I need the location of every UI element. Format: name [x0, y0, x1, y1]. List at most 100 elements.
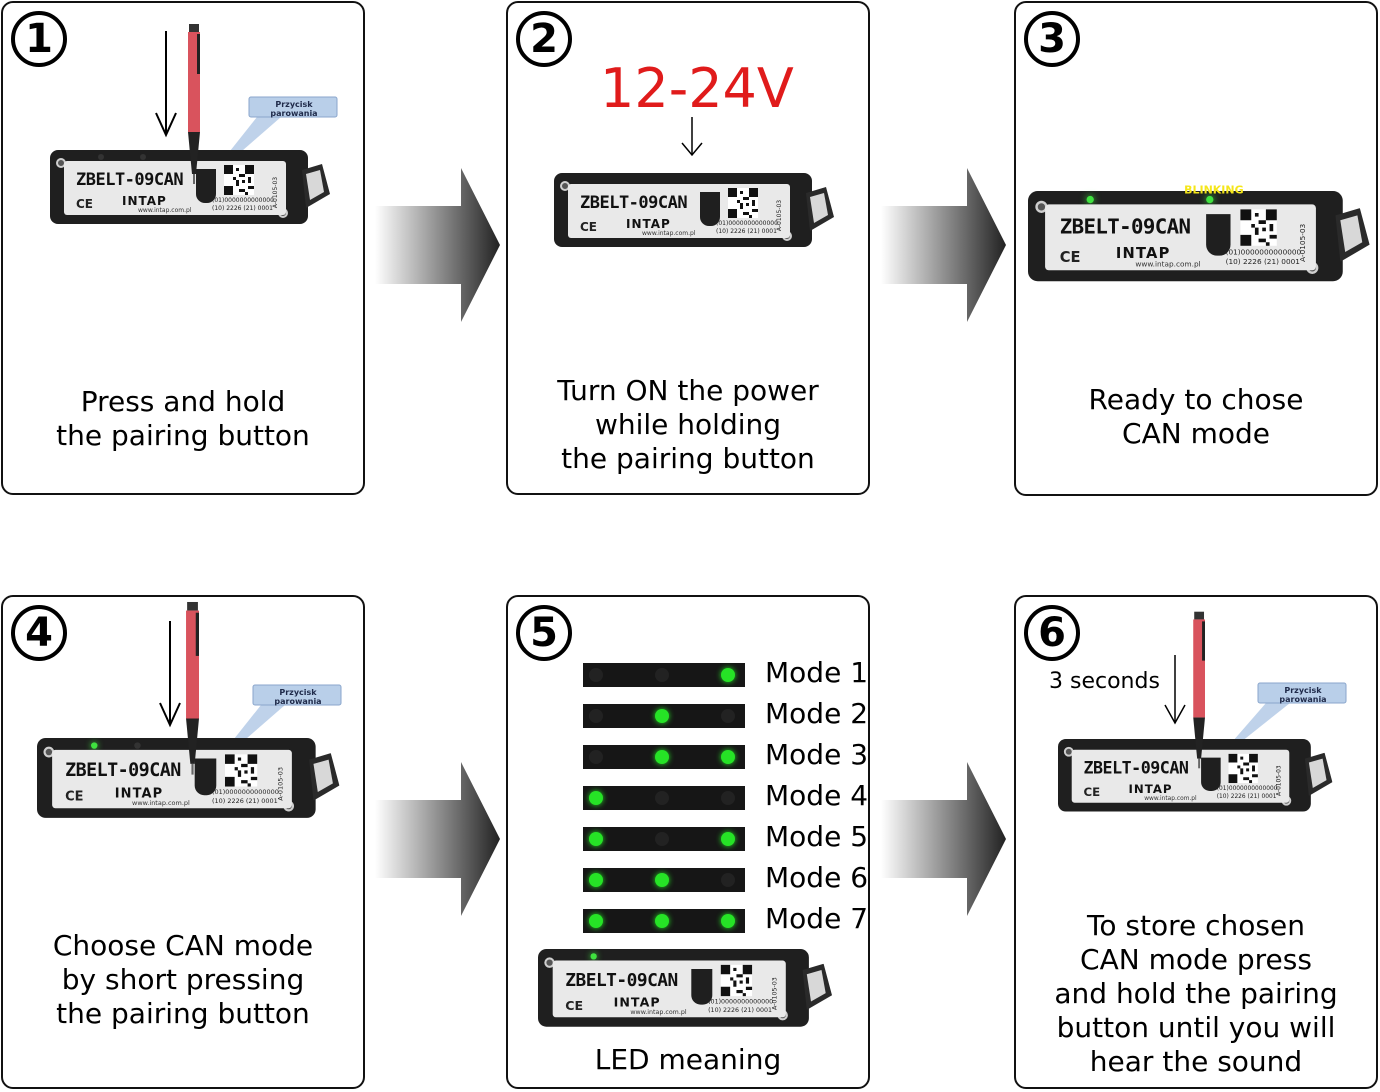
brand-logo: INTAP: [1115, 244, 1171, 262]
device-image: BLINKING ZBELT-09CAN CE INTAP www.intap.…: [1028, 185, 1370, 282]
mode-row: Mode 3: [583, 738, 868, 771]
mode-label: Mode 3: [765, 738, 869, 771]
device-name: ZBELT-09CAN: [580, 193, 688, 213]
device-serial: (01)0000000000000(10) 2226 (21) 0001: [211, 788, 279, 805]
led-indicator: [590, 953, 597, 960]
voltage-label: 12-24V: [600, 57, 794, 120]
led-strip: [583, 868, 745, 892]
led-on: [655, 873, 669, 887]
device-image: ZBELT-09CAN CE INTAP www.intap.com.pl (0…: [50, 24, 330, 224]
led-on: [589, 914, 603, 928]
down-arrow-icon: [155, 31, 177, 138]
down-arrow-icon: [1164, 655, 1186, 725]
clip-icon: [1304, 752, 1333, 796]
qr-code-icon: [720, 964, 753, 997]
brand-logo: INTAP: [613, 995, 661, 1010]
led-strip: [583, 827, 745, 851]
mode-row: Mode 5: [583, 820, 868, 853]
mode-row: Mode 4: [583, 779, 868, 812]
device-name: ZBELT-09CAN: [1083, 758, 1189, 779]
device-website: www.intap.com.pl: [1135, 260, 1201, 270]
step-3-panel: 3 BLINKING ZBELT-09CAN CE INTAP www.inta…: [1014, 1, 1378, 496]
led-on: [655, 750, 669, 764]
callout-label: Przycisk parowania: [1279, 686, 1327, 704]
led-on: [721, 668, 735, 682]
ce-mark: CE: [1059, 248, 1081, 266]
ce-mark: CE: [65, 788, 84, 804]
device-website: www.intap.com.pl: [132, 799, 190, 808]
pen-icon: [186, 601, 199, 775]
device-website: www.intap.com.pl: [642, 230, 696, 237]
device-label: ZBELT-09CAN CE INTAP www.intap.com.pl (0…: [1045, 204, 1316, 271]
ce-mark: CE: [565, 998, 584, 1014]
step-6-panel: 6 3 seconds Przycisk parowania ZBELT-09C…: [1014, 595, 1378, 1089]
duration-label: 3 seconds: [1049, 669, 1160, 694]
device-code: A-0105-03: [776, 199, 784, 232]
led-off: [655, 832, 669, 846]
device-name: ZBELT-09CAN: [1059, 215, 1191, 240]
device-website: www.intap.com.pl: [138, 207, 192, 214]
step-caption: LED meaning: [594, 1043, 782, 1076]
led-off: [655, 668, 669, 682]
blinking-label: BLINKING: [1184, 184, 1244, 198]
mode-label: Mode 5: [765, 820, 869, 853]
qr-code-icon: [1228, 753, 1258, 784]
brand-logo: INTAP: [114, 785, 164, 801]
clip-icon: [1335, 208, 1370, 262]
led-on: [655, 914, 669, 928]
brand-logo: INTAP: [122, 194, 167, 208]
led-off: [589, 709, 603, 723]
led-on: [721, 832, 735, 846]
led-indicator: [134, 742, 141, 749]
device-label: ZBELT-09CAN CE INTAP www.intap.com.pl (0…: [552, 960, 786, 1018]
led-on: [655, 709, 669, 723]
led-on: [589, 873, 603, 887]
device-serial: (01)0000000000000(10) 2226 (21) 0001: [212, 197, 274, 212]
step-4-panel: 4 Przycisk parowania ZBELT-09CAN CE INTA…: [1, 595, 365, 1089]
mode-row: Mode 6: [583, 861, 868, 894]
brand-logo: INTAP: [1128, 782, 1173, 796]
led-strip: [583, 909, 745, 933]
led-off: [589, 750, 603, 764]
led-off: [655, 791, 669, 805]
device-code: A-0105-03: [771, 977, 779, 1011]
mode-label: Mode 7: [765, 902, 869, 935]
led-strip: [583, 704, 745, 728]
mode-label: Mode 6: [765, 861, 869, 894]
down-arrow-icon: [681, 117, 703, 157]
step-number: 6: [1024, 605, 1080, 661]
brand-logo: INTAP: [626, 217, 671, 231]
device-serial: (01)0000000000000(10) 2226 (21) 0001: [716, 220, 778, 235]
led-indicator: [140, 154, 146, 160]
mode-row: Mode 2: [583, 697, 868, 730]
led-off: [721, 873, 735, 887]
callout-label: Przycisk parowania: [270, 100, 318, 118]
led-off: [721, 791, 735, 805]
clip-icon: [802, 963, 832, 1010]
mode-row: Mode 1: [583, 656, 868, 689]
ce-mark: CE: [76, 197, 94, 211]
device-image: ZBELT-09CAN CE INTAP www.intap.com.pl (0…: [554, 173, 834, 247]
step-1-panel: 1 Przycisk parowania ZBELT-09CAN CE INTA…: [1, 1, 365, 495]
qr-code-icon: [728, 188, 758, 218]
device-name: ZBELT-09CAN: [76, 170, 184, 190]
device-code: A-0105-03: [1275, 765, 1283, 796]
led-on: [589, 832, 603, 846]
device-label: ZBELT-09CAN CE INTAP www.intap.com.pl (0…: [568, 184, 790, 238]
led-strip: [583, 663, 745, 687]
device-name: ZBELT-09CAN: [565, 970, 678, 991]
device-label: ZBELT-09CAN CE INTAP www.intap.com.pl (0…: [52, 749, 292, 809]
led-on: [721, 750, 735, 764]
mode-label: Mode 2: [765, 697, 869, 730]
pen-icon: [1193, 611, 1205, 769]
led-strip: [583, 745, 745, 769]
device-label: ZBELT-09CAN CE INTAP www.intap.com.pl (0…: [1071, 749, 1290, 803]
led-off: [589, 668, 603, 682]
device-code: A-0105-03: [272, 176, 280, 209]
led-on: [589, 791, 603, 805]
device-image: ZBELT-09CAN CE INTAP www.intap.com.pl (0…: [538, 949, 832, 1027]
step-number: 2: [516, 11, 572, 67]
